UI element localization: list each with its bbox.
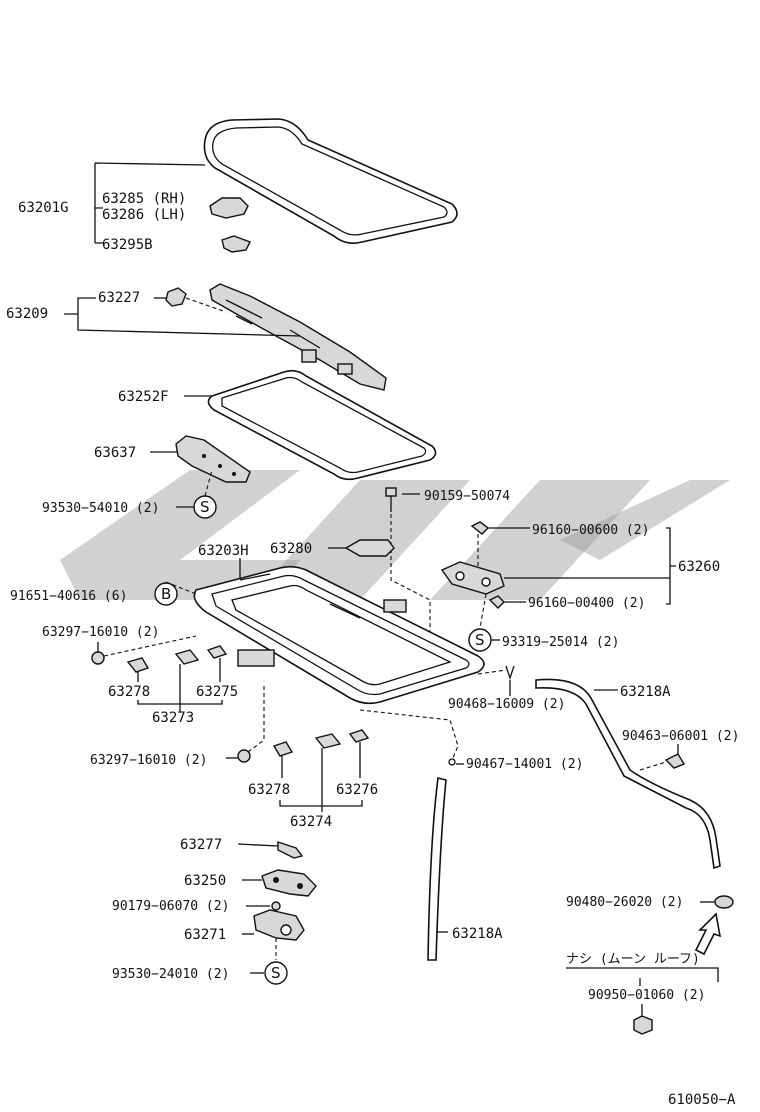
label-90950: 90950−01060 (2)	[588, 988, 705, 1003]
washer-96160-600	[470, 521, 490, 535]
symbol-s-1-text: S	[200, 498, 210, 516]
pin-90179	[271, 901, 281, 911]
weatherstrip-seal	[207, 369, 437, 481]
bolt-90159	[385, 487, 397, 512]
label-63252F: 63252F	[118, 389, 169, 405]
dash-rear-left	[247, 686, 265, 753]
label-63285: 63285 (RH)	[102, 191, 186, 207]
link-63271	[253, 909, 305, 941]
clip-90468	[505, 665, 515, 681]
lift-arm-63250	[261, 869, 317, 897]
symbol-b	[154, 582, 178, 606]
screw-63297-b	[237, 749, 251, 763]
label-63278-a: 63278	[108, 684, 150, 700]
dash-90159	[390, 514, 431, 660]
cable-63277	[277, 841, 304, 859]
leader-63274	[279, 748, 363, 812]
label-93319: 93319−25014 (2)	[502, 635, 619, 650]
glass-panel	[203, 118, 458, 244]
label-63203H: 63203H	[198, 543, 249, 559]
label-90159: 90159−50074	[424, 489, 510, 504]
label-63201G: 63201G	[18, 200, 69, 216]
wind-deflector	[175, 435, 251, 483]
label-90467: 90467−14001 (2)	[466, 757, 583, 772]
label-90463: 90463−06001 (2)	[622, 729, 739, 744]
sunshade-rail	[209, 283, 387, 391]
label-96160-400: 96160−00400 (2)	[528, 596, 645, 611]
label-93530-54010: 93530−54010 (2)	[42, 501, 159, 516]
dash-b	[165, 581, 197, 595]
clip-63227	[165, 287, 187, 307]
sunroof-housing-frame	[193, 565, 485, 705]
symbol-s-3	[264, 961, 288, 985]
label-63273: 63273	[152, 710, 194, 726]
label-91651: 91651−40616 (6)	[10, 589, 127, 604]
guide-63276	[314, 729, 370, 749]
label-93530-24010: 93530−24010 (2)	[112, 967, 229, 982]
leader-63209	[64, 297, 301, 337]
label-63209: 63209	[6, 306, 48, 322]
dash-90468	[477, 669, 507, 675]
label-63250: 63250	[184, 873, 226, 889]
guide-63275	[174, 645, 228, 665]
bracket-63285	[209, 197, 249, 219]
label-63227: 63227	[98, 290, 140, 306]
arrow-icon	[694, 912, 722, 956]
dash-90467	[359, 709, 459, 761]
label-90179: 90179−06070 (2)	[112, 899, 229, 914]
label-63280: 63280	[270, 541, 312, 557]
dash-s-1	[204, 469, 213, 497]
drain-hose-63218a-upper	[535, 678, 721, 870]
label-63275: 63275	[196, 684, 238, 700]
clip-90463	[664, 753, 686, 769]
label-63278-b: 63278	[248, 782, 290, 798]
leader-63277	[237, 843, 279, 847]
label-63637: 63637	[94, 445, 136, 461]
label-63276: 63276	[336, 782, 378, 798]
bracket-63280	[344, 539, 395, 557]
label-63297-a: 63297−16010 (2)	[42, 625, 159, 640]
clip-90467	[448, 758, 456, 766]
note-moon-roof: ナシ (ムーン ルーフ)	[566, 952, 700, 967]
label-96160-600: 96160−00600 (2)	[532, 523, 649, 538]
symbol-s-2-text: S	[475, 631, 485, 649]
label-63274: 63274	[290, 814, 332, 830]
label-90468: 90468−16009 (2)	[448, 697, 565, 712]
screw-63297-a	[91, 651, 105, 665]
label-63286: 63286 (LH)	[102, 207, 186, 223]
slider-63278-a	[126, 657, 150, 673]
symbol-b-text: B	[161, 585, 171, 603]
leader-63260	[504, 527, 676, 605]
label-63218a-b: 63218A	[452, 926, 503, 942]
symbol-s-3-text: S	[271, 964, 281, 982]
leader-63201G	[94, 162, 206, 244]
label-63218a-a: 63218A	[620, 684, 671, 700]
pad-63295B	[221, 235, 251, 253]
label-63260: 63260	[678, 559, 720, 575]
label-63295B: 63295B	[102, 237, 153, 253]
drain-hose-63218a-lower	[427, 777, 447, 961]
leader-63273	[137, 664, 223, 712]
label-63297-b: 63297−16010 (2)	[90, 753, 207, 768]
label-90480: 90480−26020 (2)	[566, 895, 683, 910]
label-63277: 63277	[180, 837, 222, 853]
plug-90480	[714, 895, 734, 909]
dash-63227	[185, 297, 227, 313]
label-63271: 63271	[184, 927, 226, 943]
dash-90463	[639, 761, 667, 771]
plug-90950	[633, 1015, 653, 1035]
leader-note-moon	[566, 967, 719, 982]
dash-63297-a	[103, 635, 197, 657]
dash-63260	[477, 534, 487, 629]
figure-id: 610050−A	[668, 1092, 736, 1108]
drive-assembly-63260	[440, 561, 505, 595]
slider-63278-b	[272, 741, 294, 757]
